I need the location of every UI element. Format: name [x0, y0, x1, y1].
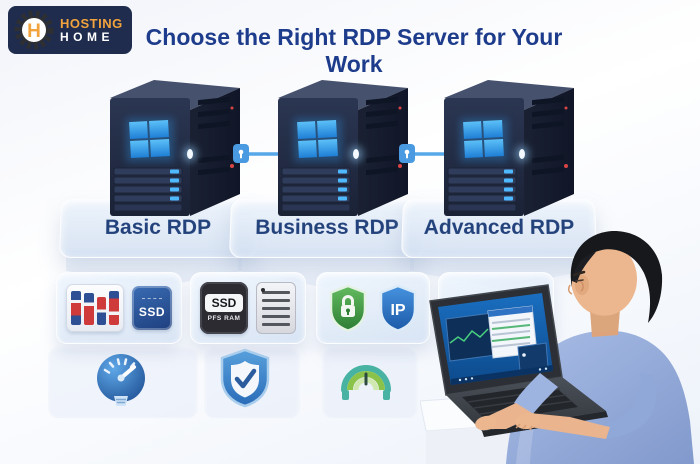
- gear-monogram-icon: H: [14, 10, 54, 50]
- logo-word-home: HOME: [60, 31, 123, 44]
- disk-array-icon: [66, 284, 124, 332]
- shield-check-icon: [216, 347, 274, 409]
- lock-node-icon: [233, 144, 249, 163]
- lock-shield-icon: [327, 284, 369, 332]
- logo-wordmark: HOSTING HOME: [60, 17, 123, 43]
- performance-gauge-badge: [94, 352, 148, 415]
- hosting-home-logo: H HOSTING HOME: [8, 6, 132, 54]
- arch-gauge-icon: [338, 352, 394, 406]
- page-title: Choose the Right RDP Server for Your Wor…: [118, 24, 590, 78]
- server-towers-graphic: [0, 74, 700, 224]
- logo-word-hosting: HOSTING: [60, 17, 123, 31]
- feature-ssd-ram: SSD PFS RAM: [190, 272, 306, 344]
- feature-security-ip: IP: [316, 272, 430, 344]
- logo-monogram: H: [27, 21, 41, 42]
- person-laptop-scene: [420, 225, 700, 464]
- uptime-arch-gauge-badge: [338, 352, 394, 411]
- ip-shield-label: IP: [390, 302, 405, 319]
- ssd-ram-chip-sublabel: PFS RAM: [208, 315, 241, 322]
- server-tower-business: [278, 80, 408, 216]
- ip-shield-icon: IP: [377, 284, 419, 332]
- ssd-chip-label: SSD: [139, 305, 165, 319]
- feature-ssd-storage: SSD: [56, 272, 182, 344]
- ssd-ram-chip-icon: SSD PFS RAM: [200, 282, 248, 334]
- gauge-bulb-icon: [94, 352, 148, 410]
- security-shield-check-badge: [216, 347, 274, 414]
- server-tower-basic: [110, 80, 240, 216]
- ram-module-icon: [256, 282, 296, 334]
- server-tower-advanced: [444, 80, 574, 216]
- ssd-ram-chip-label: SSD: [205, 294, 244, 312]
- lock-node-icon: [399, 144, 415, 163]
- ssd-chip-icon: SSD: [132, 286, 172, 330]
